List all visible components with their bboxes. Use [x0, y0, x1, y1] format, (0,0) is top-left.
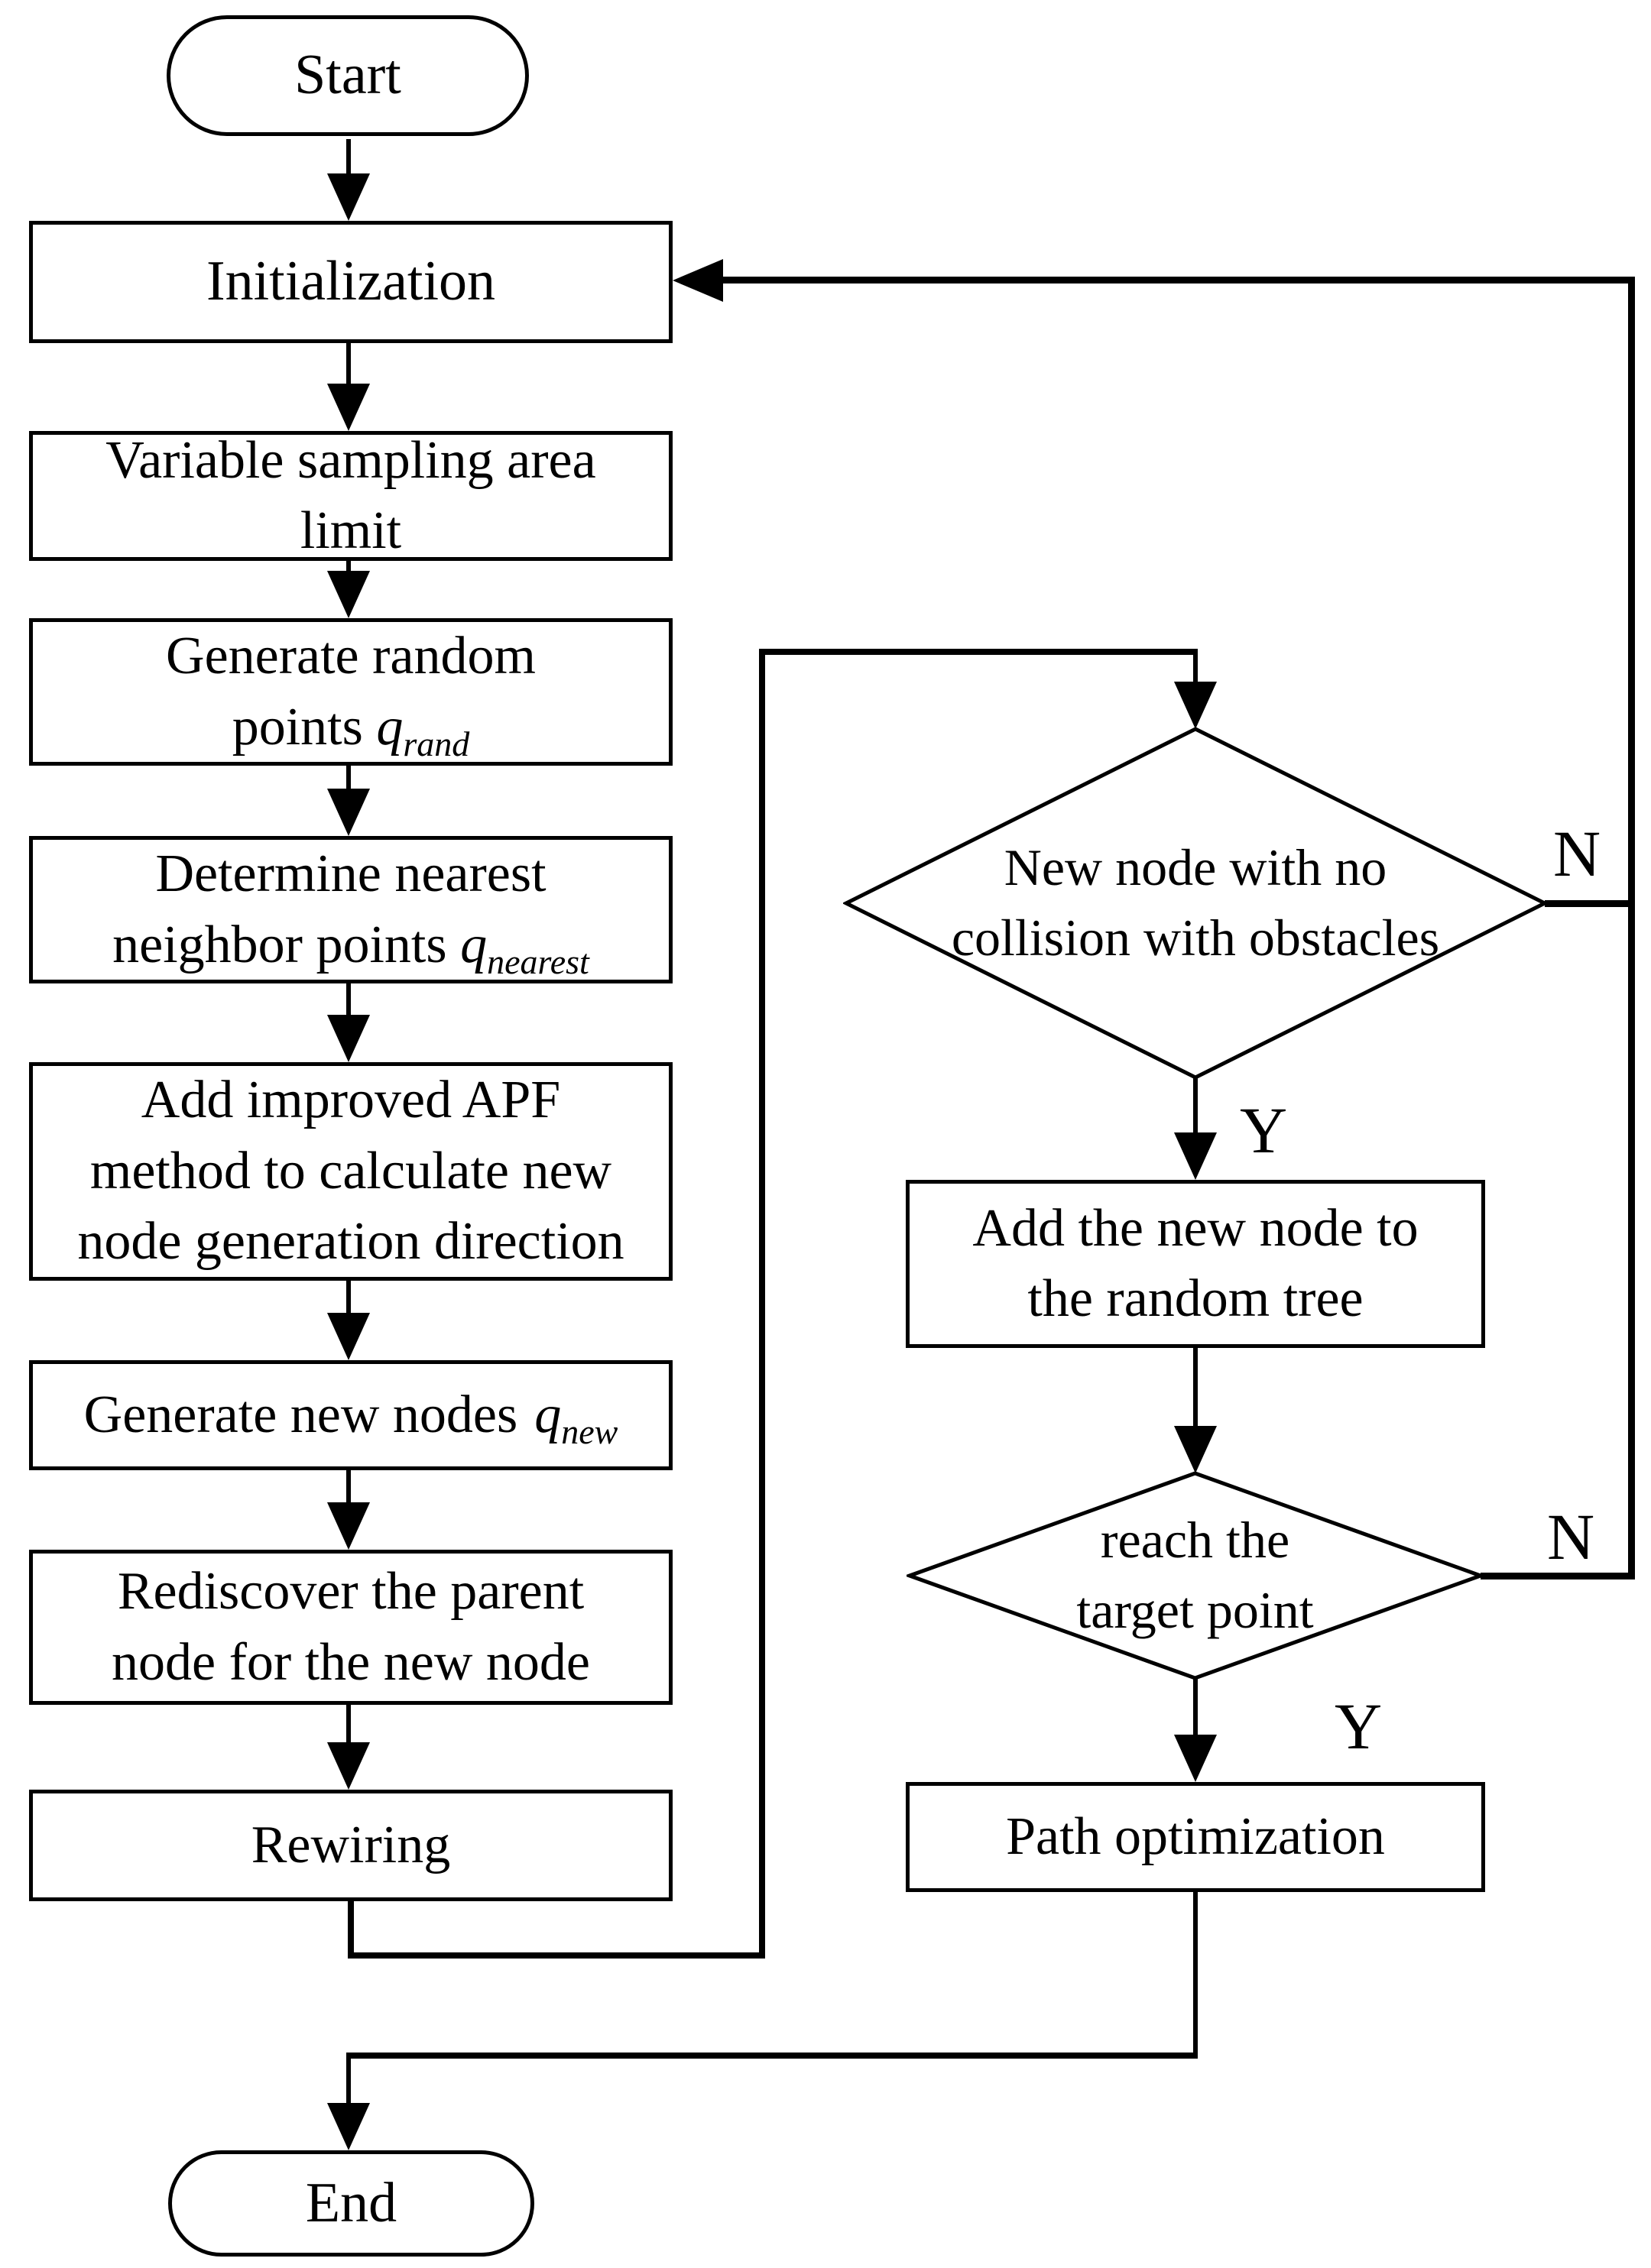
connector-loop-top-horizontal	[759, 649, 1198, 655]
grp-variable: q	[376, 697, 404, 757]
terminator-end: End	[168, 2150, 534, 2257]
connector-d1-no-stub	[1545, 900, 1635, 907]
terminator-end-label: End	[305, 2171, 397, 2234]
connector-into-end	[346, 2059, 351, 2106]
arrowhead-dnn-to-apf	[327, 1015, 370, 1062]
rewiring-label: Rewiring	[251, 1815, 451, 1874]
arrowhead-into-d1	[1174, 682, 1217, 729]
decision-collision-shape	[843, 727, 1548, 1080]
popt-label: Path optimization	[1006, 1806, 1385, 1866]
process-add-improved-apf: Add improved APF method to calculate new…	[29, 1062, 673, 1281]
connector-apf-to-gnn	[346, 1281, 351, 1317]
arrowhead-vsal-to-grp	[327, 571, 370, 618]
process-rediscover-parent-node: Rediscover the parent node for the new n…	[29, 1550, 673, 1705]
connector-d2-yes	[1193, 1678, 1198, 1739]
process-initialization: Initialization	[29, 221, 673, 343]
label-d1-yes: Y	[1239, 1094, 1288, 1167]
label-d2-yes: Y	[1334, 1690, 1383, 1763]
arrowhead-d1-yes	[1174, 1132, 1217, 1180]
arrowhead-start-to-init	[327, 173, 370, 221]
gnn-variable: q	[534, 1385, 562, 1444]
arrowhead-grp-to-dnn	[327, 789, 370, 836]
dnn-line1: Determine nearest	[155, 844, 547, 904]
arrowhead-into-end	[327, 2103, 370, 2150]
dnn-variable-subscript: nearest	[487, 941, 589, 981]
connector-vsal-to-grp	[346, 561, 351, 580]
apf-line3: node generation direction	[77, 1212, 624, 1272]
connector-dnn-to-apf	[346, 983, 351, 1020]
rpn-line1: Rediscover the parent	[117, 1562, 585, 1622]
grp-line2: points qrand	[232, 697, 470, 763]
d1-line2: collision with obstacles	[951, 909, 1440, 967]
label-d2-no: N	[1546, 1500, 1595, 1573]
d2-line2: target point	[1076, 1581, 1314, 1639]
connector-loop-into-d1	[1193, 655, 1198, 687]
arrowhead-d2-yes	[1174, 1735, 1217, 1782]
grp-line1: Generate random	[166, 627, 536, 686]
decision-reach-target: reach the target point	[907, 1470, 1484, 1681]
decision-collision-check: New node with no collision with obstacle…	[843, 726, 1548, 1081]
label-d1-no: N	[1552, 817, 1601, 890]
grp-variable-subscript: rand	[403, 724, 470, 763]
d1-line1: New node with no	[1004, 838, 1387, 897]
arrowhead-gnn-to-rpn	[327, 1502, 370, 1550]
add-line1: Add the new node to	[972, 1198, 1419, 1258]
process-rewiring: Rewiring	[29, 1790, 673, 1901]
connector-init-to-vsal	[346, 343, 351, 389]
dnn-variable: q	[460, 915, 488, 974]
gnn-variable-subscript: new	[561, 1411, 618, 1451]
connector-gnn-to-rpn	[346, 1470, 351, 1507]
connector-popt-horizontal	[346, 2053, 1198, 2059]
arrowhead-init-to-vsal	[327, 384, 370, 431]
decision-target-shape	[907, 1471, 1484, 1680]
arrowhead-apf-to-gnn	[327, 1313, 370, 1360]
process-determine-nearest-neighbor: Determine nearest neighbor points qneare…	[29, 836, 673, 983]
add-line2: the random tree	[1027, 1269, 1364, 1328]
connector-loop-vertical	[759, 649, 765, 1959]
process-add-new-node-to-tree: Add the new node to the random tree	[906, 1180, 1485, 1348]
rpn-line2: node for the new node	[112, 1632, 590, 1692]
connector-add-to-d2	[1193, 1348, 1198, 1432]
connector-grp-to-dnn	[346, 766, 351, 795]
connector-start-to-init	[346, 139, 351, 181]
connector-return-top-horizontal	[720, 277, 1635, 284]
terminator-start-label: Start	[294, 44, 401, 107]
dnn-line2: neighbor points qnearest	[112, 915, 589, 981]
connector-d1-yes	[1193, 1077, 1198, 1139]
process-path-optimization: Path optimization	[906, 1782, 1485, 1892]
connector-rew-horizontal	[348, 1952, 765, 1959]
process-variable-sampling-area-limit: Variable sampling area limit	[29, 431, 673, 561]
connector-rew-down	[348, 1901, 354, 1959]
process-initialization-label: Initialization	[206, 250, 496, 313]
vsal-line2: limit	[300, 501, 402, 560]
connector-d2-no-stub	[1481, 1573, 1635, 1580]
connector-return-vertical	[1628, 277, 1635, 1580]
d2-line1: reach the	[1100, 1511, 1290, 1570]
connector-popt-down	[1193, 1892, 1198, 2059]
vsal-line1: Variable sampling area	[105, 430, 596, 490]
arrowhead-add-to-d2	[1174, 1426, 1217, 1473]
process-generate-random-points: Generate random points qrand	[29, 618, 673, 766]
connector-rpn-to-rew	[346, 1705, 351, 1747]
apf-line1: Add improved APF	[141, 1071, 561, 1130]
apf-line2: method to calculate new	[89, 1141, 612, 1200]
arrowhead-rpn-to-rew	[327, 1742, 370, 1790]
terminator-start: Start	[167, 15, 529, 136]
arrowhead-into-init	[673, 259, 723, 302]
